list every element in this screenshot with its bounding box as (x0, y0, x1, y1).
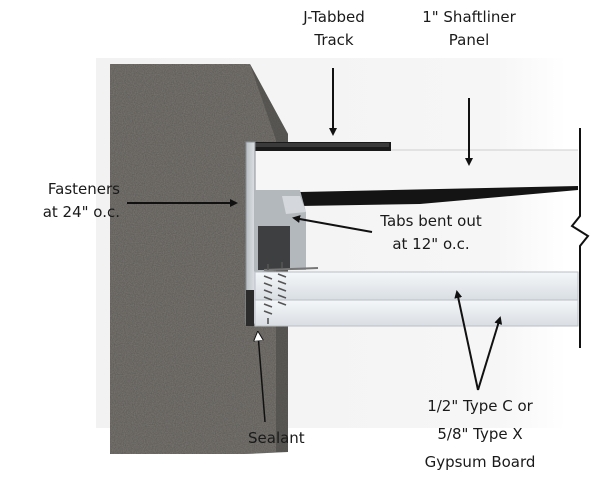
label-tabs-line2: at 12" o.c. (392, 235, 470, 253)
label-j-tabbed-track-line2: Track (314, 31, 354, 49)
arrow-gypsum-top (454, 290, 479, 391)
label-fasteners: Fasteners at 24" o.c. (2, 178, 120, 224)
arrow-sealant (258, 334, 266, 423)
label-shaftliner-panel: 1" Shaftliner Panel (405, 6, 533, 52)
label-sealant: Sealant (248, 427, 305, 450)
label-gypsum-line3: Gypsum Board (424, 453, 536, 471)
label-gypsum-line1: 1/2" Type C or (427, 397, 533, 415)
sealant-bead (246, 290, 254, 326)
label-gypsum-board: 1/2" Type C or 5/8" Type X Gypsum Board (392, 392, 568, 476)
label-fasteners-line1: Fasteners (47, 180, 120, 198)
label-fasteners-line2: at 24" o.c. (42, 203, 120, 221)
label-gypsum-line2: 5/8" Type X (437, 425, 523, 443)
label-tabs-line1: Tabs bent out (380, 212, 482, 230)
concrete-wall (110, 64, 288, 454)
leader-arrows (127, 68, 503, 423)
screw-fasteners (263, 262, 287, 324)
arrow-tabs (292, 215, 373, 233)
label-shaftliner-line1: 1" Shaftliner (422, 8, 516, 26)
shaftliner-panel (253, 149, 578, 206)
gypsum-boards (254, 271, 579, 327)
label-j-tabbed-track-line1: J-Tabbed (303, 8, 365, 26)
break-line (570, 128, 590, 348)
label-j-tabbed-track: J-Tabbed Track (282, 6, 386, 52)
label-tabs-bent: Tabs bent out at 12" o.c. (366, 210, 496, 256)
label-shaftliner-line2: Panel (448, 31, 490, 49)
arrow-gypsum-bottom (477, 316, 503, 391)
j-tabbed-track (245, 141, 391, 325)
label-sealant-text: Sealant (248, 429, 305, 447)
